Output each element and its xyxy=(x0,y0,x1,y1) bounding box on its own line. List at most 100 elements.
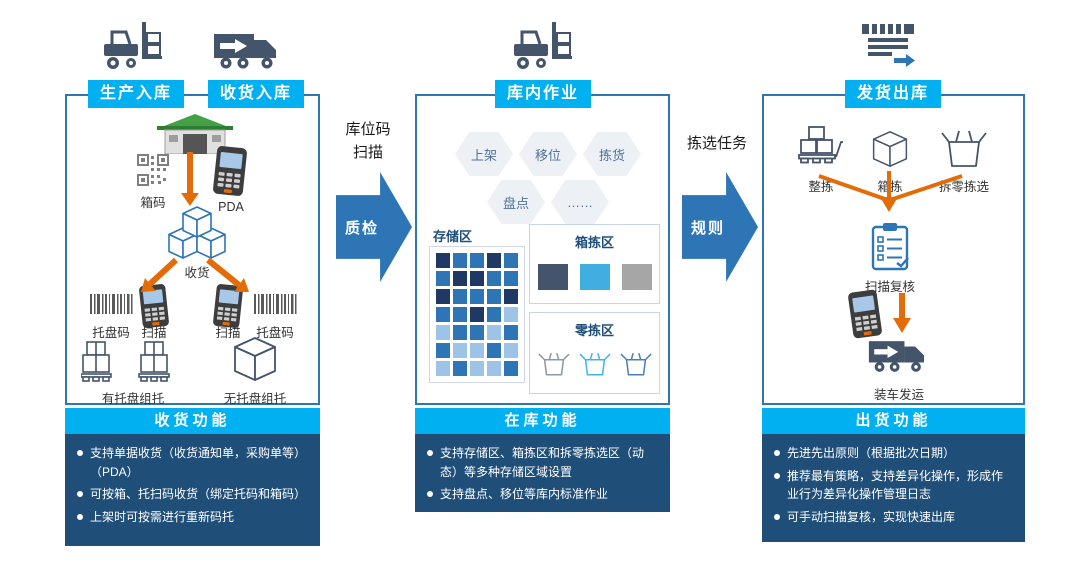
function-bullet: 推荐最有策略，支持差异化操作，形成作业行为差异化操作管理日志 xyxy=(772,467,1013,504)
outbound-panel: 整拣 箱拣 拆零拣选 xyxy=(762,94,1025,405)
storage-cell xyxy=(436,289,450,304)
checklist-icon xyxy=(870,222,910,272)
load-ship-label: 装车发运 xyxy=(873,388,925,402)
storage-cell xyxy=(504,253,518,268)
scan-label: 扫描 xyxy=(141,326,167,340)
scan-check-label: 扫描复核 xyxy=(864,280,916,294)
function-bullet: 支持存储区、箱拣区和拆零拣选区（动态）等多种存储区域设置 xyxy=(425,444,658,481)
barcode-icon xyxy=(89,292,133,318)
goods-cubes-icon xyxy=(167,206,227,260)
with-pallet-label: 有托盘组托 xyxy=(101,392,165,406)
inbound-panel: 箱码 PDA 收货 xyxy=(65,94,320,406)
storage-cell xyxy=(487,307,501,322)
receiving-function-panel: 支持单据收货（收货通知单，采购单等）（PDA） 可按箱、托扫码收货（绑定托码和箱… xyxy=(65,434,320,546)
pallet-code-label: 托盘码 xyxy=(92,326,130,340)
location-scan-line1: 库位码 xyxy=(345,121,391,138)
storage-cell xyxy=(436,253,450,268)
piece-pick-boxes xyxy=(530,350,659,377)
warehouse-building-icon xyxy=(157,112,233,155)
piece-pick-icon xyxy=(940,126,988,170)
receive-label: 收货 xyxy=(184,266,210,280)
storage-cell xyxy=(487,325,501,340)
storage-cell xyxy=(504,325,518,340)
pda-icon xyxy=(137,283,171,330)
storage-cell xyxy=(453,253,467,268)
storage-cell xyxy=(453,307,467,322)
storage-cell xyxy=(453,289,467,304)
storage-cell xyxy=(470,271,484,286)
box-code-label: 箱码 xyxy=(140,196,166,210)
scan-label: 扫描 xyxy=(215,326,241,340)
piece-pick-zone: 零拣区 xyxy=(529,312,660,394)
storage-cell xyxy=(470,361,484,376)
pallet-stacks-icon xyxy=(80,336,185,392)
storage-cell xyxy=(453,343,467,358)
storage-cell xyxy=(436,343,450,358)
storage-cell xyxy=(470,343,484,358)
hex-more: …… xyxy=(551,180,609,224)
function-bullet: 可手动扫描复核，实现快速出库 xyxy=(772,508,1013,527)
storage-area-label: 存储区 xyxy=(433,229,473,244)
quality-check-arrow: 质检 xyxy=(336,172,412,282)
storage-cell xyxy=(436,271,450,286)
storage-cell xyxy=(487,361,501,376)
storage-cell xyxy=(470,289,484,304)
case-pick-zone: 箱拣区 xyxy=(529,224,660,304)
outbound-function-list: 先进先出原则（根据批次日期） 推荐最有策略，支持差异化操作，形成作业行为差异化操… xyxy=(772,444,1013,526)
outbound-function-panel: 先进先出原则（根据批次日期） 推荐最有策略，支持差异化操作，形成作业行为差异化操… xyxy=(762,434,1025,542)
receiving-function-list: 支持单据收货（收货通知单，采购单等）（PDA） 可按箱、托扫码收货（绑定托码和箱… xyxy=(75,444,308,526)
location-scan-text: 库位码 扫描 xyxy=(328,118,408,165)
hex-picking: 拣货 xyxy=(583,132,641,176)
barcode-icon xyxy=(253,292,297,318)
function-bullet: 上架时可按需进行重新码托 xyxy=(75,508,308,527)
storage-cell xyxy=(504,289,518,304)
pda-icon xyxy=(845,288,885,340)
pda-icon xyxy=(211,283,245,330)
picking-task-text: 拣选任务 xyxy=(686,135,747,152)
single-box-icon xyxy=(233,336,277,382)
function-bullet: 可按箱、托扫码收货（绑定托码和箱码） xyxy=(75,485,308,504)
storage-cell xyxy=(470,307,484,322)
storage-cell xyxy=(487,343,501,358)
piece-pick-zone-label: 零拣区 xyxy=(574,323,614,338)
outbound-function-title: 出货功能 xyxy=(762,408,1025,434)
header-production-inbound: 生产入库 xyxy=(88,80,184,108)
piece-box-icon xyxy=(578,352,611,376)
truck-icon xyxy=(213,26,285,72)
function-bullet: 先进先出原则（根据批次日期） xyxy=(772,444,1013,463)
storage-grid xyxy=(429,246,525,383)
case-pick-zone-label: 箱拣区 xyxy=(574,235,614,250)
header-shipping-outbound: 发货出库 xyxy=(845,80,941,108)
storage-cell xyxy=(453,325,467,340)
case-pick-icon xyxy=(872,130,908,168)
storage-cell xyxy=(436,361,450,376)
warehouse-icon xyxy=(860,22,916,72)
header-receiving-inbound: 收货入库 xyxy=(208,80,304,108)
forklift-icon xyxy=(100,20,164,72)
storage-cell xyxy=(504,307,518,322)
qr-code-icon xyxy=(137,154,169,186)
piece-box-icon xyxy=(537,352,570,376)
case-pick-swatches xyxy=(530,264,659,290)
warehouse-operations-panel: 上架 移位 拣货 盘点 …… 存储区 箱拣区 零拣区 xyxy=(415,94,670,405)
without-pallet-label: 无托盘组托 xyxy=(223,392,287,406)
instock-function-title: 在库功能 xyxy=(415,408,670,434)
storage-cell xyxy=(504,343,518,358)
hex-relocation: 移位 xyxy=(519,132,577,176)
storage-cell xyxy=(453,271,467,286)
storage-cell xyxy=(504,271,518,286)
piece-pick-label: 拆零拣选 xyxy=(938,180,990,194)
case-swatch xyxy=(537,264,568,290)
piece-box-icon xyxy=(619,352,652,376)
function-bullet: 支持单据收货（收货通知单，采购单等）（PDA） xyxy=(75,444,308,481)
forklift-icon xyxy=(510,20,574,72)
pda-label: PDA xyxy=(218,200,244,214)
pda-icon xyxy=(210,144,249,197)
function-bullet: 支持盘点、移位等库内标准作业 xyxy=(425,485,658,504)
storage-cell xyxy=(453,361,467,376)
full-pick-label: 整拣 xyxy=(808,180,834,194)
storage-cell xyxy=(470,325,484,340)
instock-function-list: 支持存储区、箱拣区和拆零拣选区（动态）等多种存储区域设置 支持盘点、移位等库内标… xyxy=(425,444,658,504)
instock-function-panel: 支持存储区、箱拣区和拆零拣选区（动态）等多种存储区域设置 支持盘点、移位等库内标… xyxy=(415,434,670,512)
